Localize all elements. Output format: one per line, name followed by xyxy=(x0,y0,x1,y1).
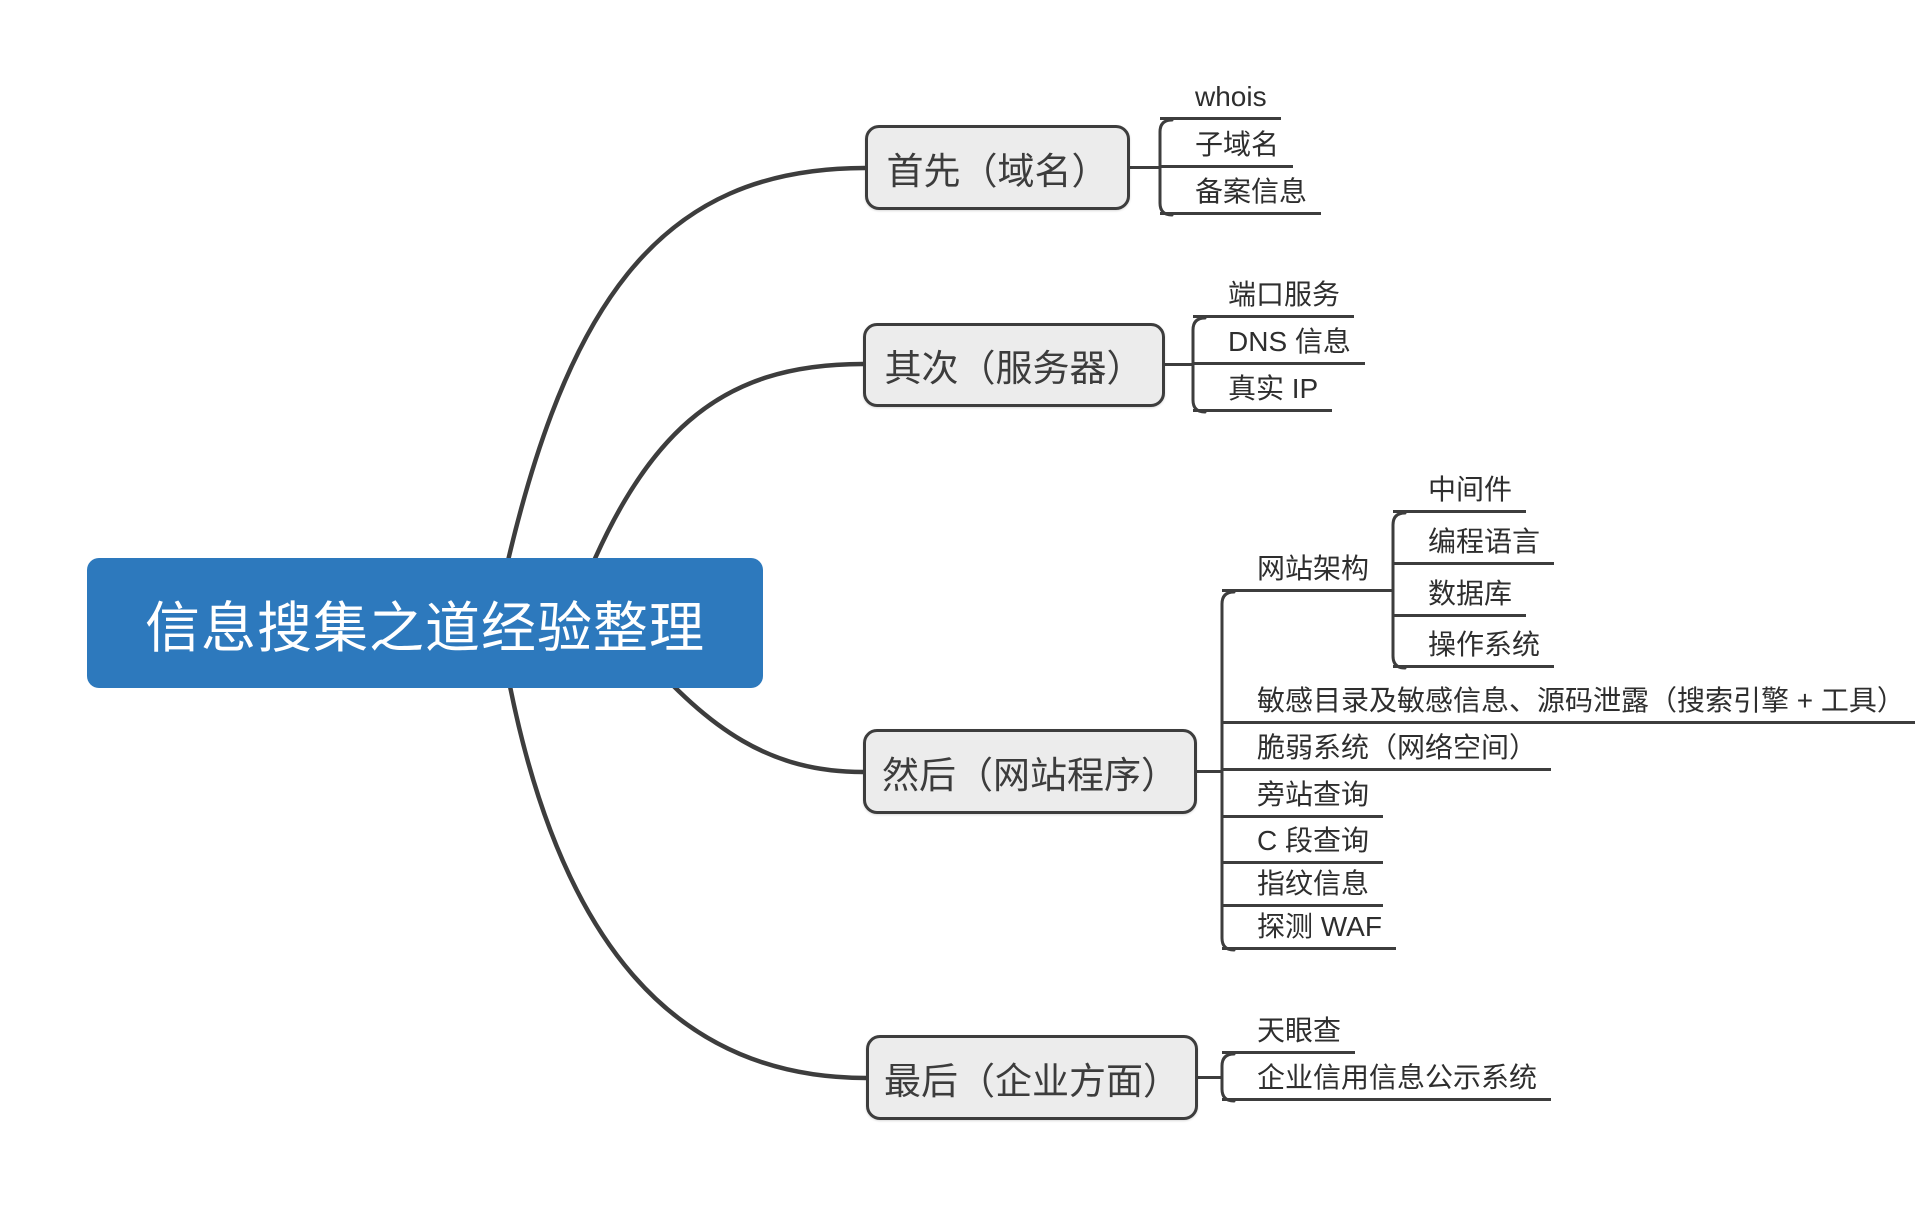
leaf-side-site-query[interactable]: 旁站查询 xyxy=(1222,780,1384,818)
leaf-operating-system[interactable]: 操作系统 xyxy=(1393,630,1555,668)
leaf-fingerprint-info[interactable]: 指纹信息 xyxy=(1222,869,1384,907)
curve-root-to-enterprise xyxy=(497,627,869,1081)
leaf-whois[interactable]: whois xyxy=(1160,82,1281,120)
leaf-database[interactable]: 数据库 xyxy=(1393,579,1527,617)
leaf-dns-info[interactable]: DNS 信息 xyxy=(1193,327,1365,365)
leaf-enterprise-credit-system[interactable]: 企业信用信息公示系统 xyxy=(1222,1063,1552,1101)
branch-last-enterprise[interactable]: 最后（企业方面） xyxy=(866,1035,1198,1120)
curve-root-to-first-domain xyxy=(492,165,868,623)
leaf-port-services[interactable]: 端口服务 xyxy=(1193,280,1355,318)
branch-second-server[interactable]: 其次（服务器） xyxy=(863,323,1165,407)
leaf-real-ip[interactable]: 真实 IP xyxy=(1193,374,1333,412)
leaf-icp-record[interactable]: 备案信息 xyxy=(1160,177,1322,215)
leaf-vulnerable-systems[interactable]: 脆弱系统（网络空间） xyxy=(1222,733,1552,771)
leaf-tianyancha[interactable]: 天眼查 xyxy=(1222,1016,1356,1054)
root-node[interactable]: 信息搜集之道经验整理 xyxy=(87,558,763,688)
leaf-site-architecture[interactable]: 网站架构 xyxy=(1222,554,1393,592)
leaf-waf-detection[interactable]: 探测 WAF xyxy=(1222,912,1396,950)
leaf-subdomain[interactable]: 子域名 xyxy=(1160,130,1294,168)
curve-root-to-second-server xyxy=(567,361,866,623)
leaf-sensitive-dirs-source-leak[interactable]: 敏感目录及敏感信息、源码泄露（搜索引擎 + 工具） xyxy=(1222,686,1915,724)
leaf-programming-language[interactable]: 编程语言 xyxy=(1393,527,1555,565)
branch-then-web-program[interactable]: 然后（网站程序） xyxy=(863,729,1197,814)
leaf-c-segment-query[interactable]: C 段查询 xyxy=(1222,826,1384,864)
branch-first-domain[interactable]: 首先（域名） xyxy=(865,125,1130,210)
leaf-middleware[interactable]: 中间件 xyxy=(1393,475,1527,513)
